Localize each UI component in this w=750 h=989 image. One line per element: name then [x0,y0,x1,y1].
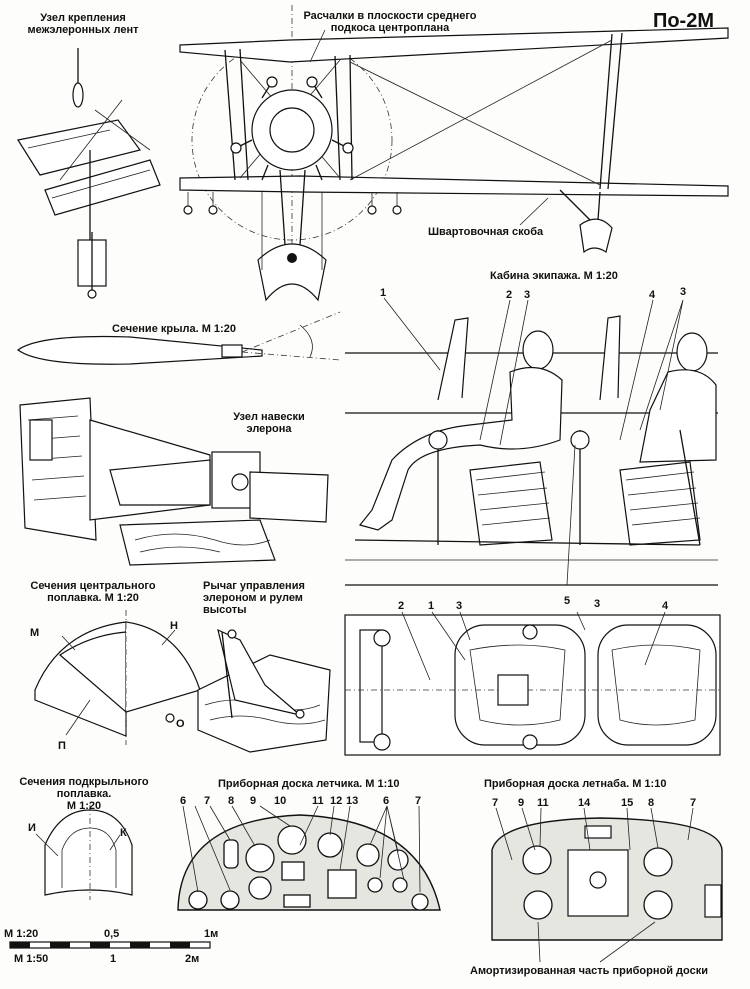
scale-row1-end: 1м [204,928,219,940]
callout: 9 [250,795,257,807]
pilot-panel-title: Приборная доска летчика. М 1:10 [218,778,400,790]
callout: 2 [506,289,513,301]
pilot-instrument-panel [177,805,441,911]
wing-section-title: Сечение крыла. М 1:20 [112,323,236,335]
callout: 11 [312,795,324,807]
observer-panel-title: Приборная доска летнаба. М 1:10 [484,778,667,790]
callout: 14 [578,797,591,809]
callout: 7 [204,795,211,807]
aircraft-title: По-2М [652,10,714,32]
scale-row1-mid: 0,5 [104,928,120,940]
control-lever-title: Рычаг управления элероном и рулем высоты [203,580,305,616]
scale-bar [9,941,211,949]
observer-figure [639,332,717,463]
scale-row2-mid: 1 [110,953,117,965]
callout: 4 [662,600,669,612]
callout: 8 [648,797,655,809]
lower-wing [179,175,729,197]
aileron-hinge-title: Узел навески элерона [233,411,305,435]
callout: 4 [649,289,656,301]
callout: 10 [274,795,287,807]
cockpit-title: Кабина экипажа. М 1:20 [490,270,618,282]
cockpit-drawing [345,297,718,586]
callout: 3 [680,286,687,298]
central-float-section [34,610,201,745]
central-float-front [257,243,327,302]
wing-float-title: Сечения подкрыльного поплавка. М 1:20 [19,776,149,812]
callout: 7 [690,797,697,809]
float-letter-m: М [30,627,40,639]
callout: 6 [383,795,390,807]
pilot-figure [358,330,563,531]
wing-section-drawing [16,311,341,365]
callout: 7 [415,795,422,807]
biplane-front-view [179,5,729,302]
float-letter-o: О [176,718,185,730]
callout: 8 [228,795,235,807]
callout: 5 [564,595,571,607]
float-letter-p: П [58,740,66,752]
callout: 13 [346,795,359,807]
callout: 1 [428,600,435,612]
callout: 3 [456,600,463,612]
float-letter-i: И [28,822,36,834]
callout: 3 [524,289,531,301]
callout: 11 [537,797,549,809]
mooring-bracket-label: Швартовочная скоба [428,226,544,238]
wing-float-section [35,805,133,900]
cockpit-plan-drawing [344,611,721,756]
wing-float-front [579,218,613,254]
scale-row2-end: 2м [185,953,200,965]
scale-row2-label: М 1:50 [14,953,49,965]
observer-cockpit-opening [597,624,717,746]
aileron-hinge-drawing [19,397,329,566]
callout: 6 [180,795,187,807]
callout: 1 [380,287,387,299]
scale-row1-label: М 1:20 [4,928,39,940]
observer-instrument-panel [491,807,723,963]
float-letter-k: К [120,827,127,839]
callout: 2 [398,600,405,612]
pilot-seat [469,461,553,546]
callout: 9 [518,797,525,809]
central-float-title: Сечения центрального поплавка. М 1:20 [30,580,156,604]
interplane-node-drawing [17,48,161,299]
float-letter-n: Н [170,620,178,632]
control-lever-drawing [197,628,331,753]
callout: 15 [621,797,634,809]
damped-panel-label: Амортизированная часть приборной доски [470,965,708,977]
callout: 12 [330,795,343,807]
callout: 3 [594,598,601,610]
bracing-label: Расчалки в плоскости среднего подкоса це… [303,10,477,34]
upper-wing [179,27,729,63]
bomb-racks [183,192,402,215]
callout: 7 [492,797,499,809]
interplane-node-label: Узел крепления межэлеронных лент [27,12,139,36]
